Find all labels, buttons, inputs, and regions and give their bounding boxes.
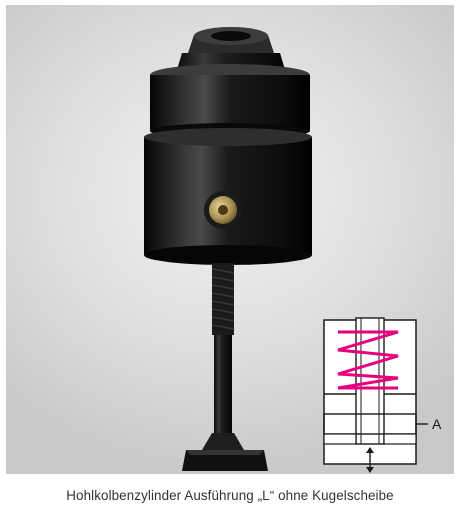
top-nut-bore [211, 31, 251, 41]
cylinder-lower-bottom [144, 245, 312, 265]
foot-highlight [186, 450, 264, 455]
piston-step-right [383, 433, 417, 445]
product-image-frame: A [6, 5, 454, 474]
foot-base [182, 450, 268, 471]
image-caption: Hohlkolbenzylinder Ausführung „L“ ohne K… [66, 488, 394, 503]
port-fitting-hex [218, 205, 228, 215]
port-a-label: A [432, 416, 442, 432]
hydraulic-schematic: A [323, 317, 442, 473]
cylinder-upper-body [150, 75, 310, 131]
return-spring [337, 330, 399, 390]
foot-neck [202, 433, 244, 450]
cylinder-product-photo [144, 27, 312, 471]
shaft [214, 335, 232, 435]
double-arrow-vertical-icon [366, 447, 374, 473]
cylinder-lower-top [144, 128, 312, 146]
threaded-rod [212, 263, 234, 335]
rod-threads [211, 268, 235, 330]
piston-step-left [323, 433, 357, 445]
